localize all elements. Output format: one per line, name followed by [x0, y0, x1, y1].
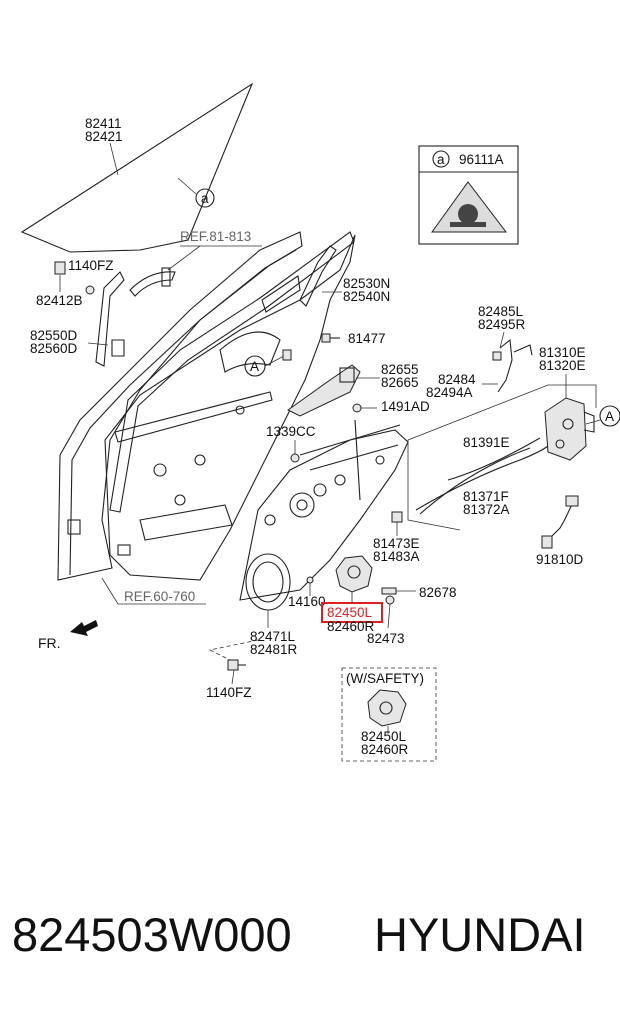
- ref-60-760: REF.60-760: [124, 589, 195, 604]
- label-81310e: 81310E: [539, 345, 586, 360]
- glass-run-channel: [54, 261, 125, 367]
- label-82560d: 82560D: [30, 341, 78, 356]
- window-regulator-module: [239, 419, 409, 601]
- door-latch-assembly: [544, 397, 595, 461]
- label-82665: 82665: [381, 375, 419, 390]
- label-82494a: 82494A: [426, 385, 473, 400]
- part-number: 824503W000: [12, 908, 292, 961]
- label-82484: 82484: [438, 372, 476, 387]
- label-82530n: 82530N: [343, 276, 390, 291]
- label-81372a: 81372A: [463, 502, 510, 517]
- speaker-panel: [245, 553, 291, 611]
- callout-a-latch: A: [605, 409, 614, 424]
- lock-rod: [492, 338, 533, 393]
- label-81477: 81477: [348, 331, 386, 346]
- circle-a-label: a: [201, 191, 209, 206]
- safety-option-box: [341, 667, 437, 762]
- wiring-harness: [541, 495, 579, 549]
- label-82481r: 82481R: [250, 642, 298, 657]
- label-82471l: 82471L: [250, 629, 296, 644]
- label-safety-82460r: 82460R: [361, 742, 409, 757]
- door-frame-run: [109, 231, 355, 513]
- label-81320e: 81320E: [539, 358, 586, 373]
- label-91810d: 91810D: [536, 552, 584, 567]
- label-82411: 82411: [85, 116, 122, 131]
- label-14160: 14160: [288, 594, 326, 609]
- label-82678: 82678: [419, 585, 457, 600]
- window-motor: [335, 555, 373, 593]
- label-82421: 82421: [85, 129, 123, 144]
- label-81473e: 81473E: [373, 536, 420, 551]
- door-cable: [415, 437, 549, 515]
- front-arrow-icon: [70, 620, 98, 636]
- warning-label-box: [418, 145, 519, 245]
- label-82460r: 82460R: [327, 619, 375, 634]
- door-inner-panel: [57, 231, 356, 581]
- label-1339cc: 1339CC: [266, 424, 316, 439]
- door-parts-diagram: 82411 82421 a REF.81-813 1140FZ 82412B: [20, 82, 620, 762]
- label-82473: 82473: [367, 631, 405, 646]
- label-82495r: 82495R: [478, 317, 526, 332]
- label-82550d: 82550D: [30, 328, 78, 343]
- label-1491ad: 1491AD: [381, 399, 430, 414]
- label-82540n: 82540N: [343, 289, 390, 304]
- label-w-safety: (W/SAFETY): [346, 671, 424, 686]
- front-direction-label: FR.: [38, 635, 61, 651]
- footer: 824503W000 HYUNDAI: [0, 905, 620, 975]
- bolt-81477: [321, 333, 340, 343]
- label-96111a: 96111A: [459, 152, 504, 167]
- label-safety-82450l: 82450L: [361, 729, 407, 744]
- brand-name: HYUNDAI: [374, 908, 586, 961]
- label-82655: 82655: [381, 362, 419, 377]
- label-81483a: 81483A: [373, 549, 420, 564]
- label-warning-a: a: [437, 152, 445, 167]
- label-1140fz-bottom: 1140FZ: [206, 685, 252, 700]
- label-82450l: 82450L: [327, 605, 373, 620]
- label-82485l: 82485L: [478, 304, 524, 319]
- callout-a-door: A: [250, 359, 259, 374]
- label-81371f: 81371F: [463, 489, 509, 504]
- inside-handle: [287, 364, 361, 417]
- label-82412b: 82412B: [36, 293, 83, 308]
- outside-handle: [129, 267, 176, 297]
- window-glass: [20, 82, 254, 253]
- label-1140fz-top: 1140FZ: [68, 258, 114, 273]
- ref-81-813: REF.81-813: [180, 229, 251, 244]
- label-81391e: 81391E: [463, 435, 510, 450]
